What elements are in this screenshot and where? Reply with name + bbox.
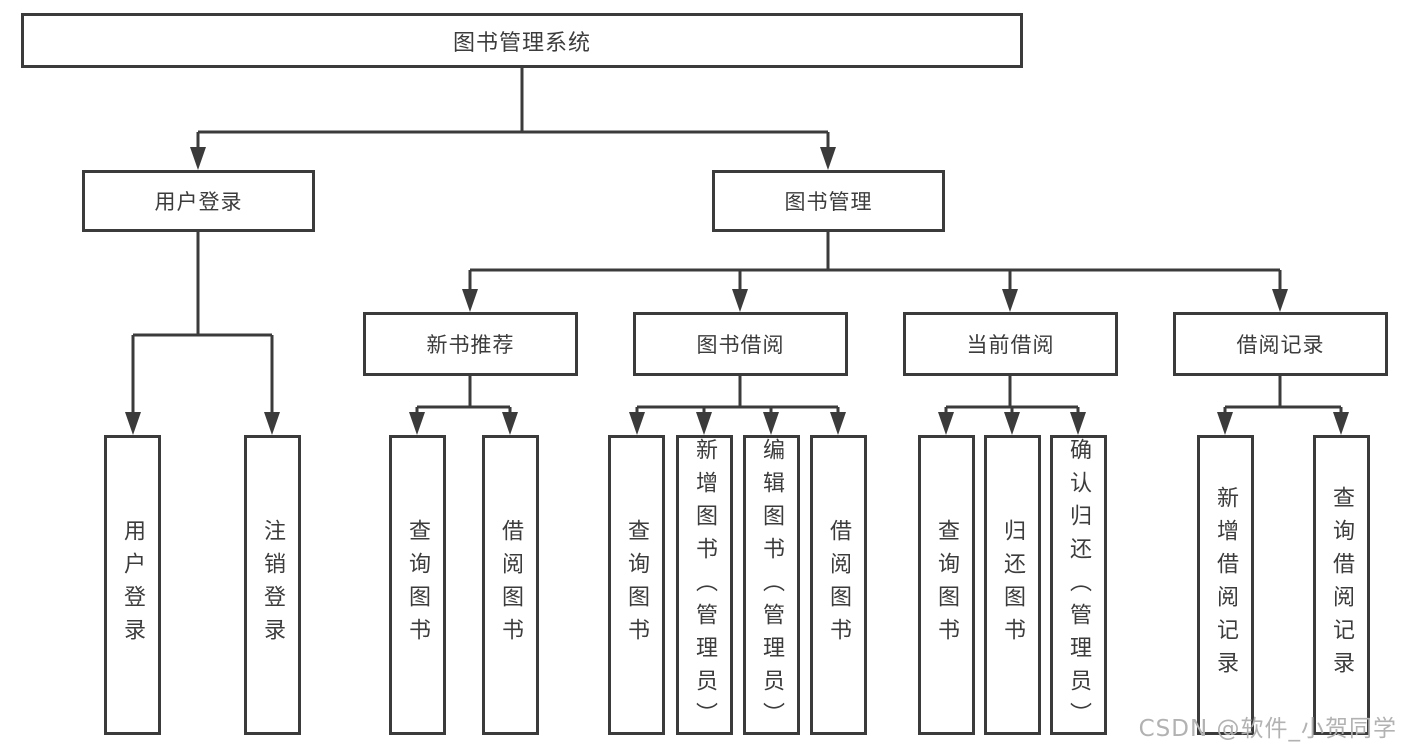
- leaf-bb-edit-book-admin: 编辑图书（管理员）: [743, 435, 800, 735]
- node-book-borrow: 图书借阅: [633, 312, 848, 376]
- leaf-nbr-query-books: 查询图书: [389, 435, 446, 735]
- node-book-borrow-label: 图书借阅: [696, 333, 785, 357]
- node-new-book-recommend-label: 新书推荐: [426, 333, 515, 357]
- leaf-nbr-borrow-books: 借阅图书: [482, 435, 539, 735]
- leaf-user-login: 用户登录: [104, 435, 161, 735]
- node-current-borrow: 当前借阅: [903, 312, 1118, 376]
- node-user-login: 用户登录: [82, 170, 315, 232]
- leaf-br-query-record: 查询借阅记录: [1313, 435, 1370, 735]
- node-current-borrow-label: 当前借阅: [966, 333, 1055, 357]
- leaf-logout: 注销登录: [244, 435, 301, 735]
- node-library-system: 图书管理系统: [21, 13, 1023, 68]
- arrowheads: [125, 147, 1349, 435]
- leaf-bb-borrow-books: 借阅图书: [810, 435, 867, 735]
- node-new-book-recommend: 新书推荐: [363, 312, 578, 376]
- leaf-br-add-record: 新增借阅记录: [1197, 435, 1254, 735]
- leaf-cb-query-books: 查询图书: [918, 435, 975, 735]
- node-borrow-records-label: 借阅记录: [1236, 333, 1325, 357]
- node-user-login-label: 用户登录: [154, 190, 243, 214]
- leaf-bb-query-books: 查询图书: [608, 435, 665, 735]
- leaf-bb-add-book-admin: 新增图书（管理员）: [676, 435, 733, 735]
- node-library-system-label: 图书管理系统: [452, 30, 591, 56]
- node-borrow-records: 借阅记录: [1173, 312, 1388, 376]
- node-book-management-label: 图书管理: [784, 190, 873, 214]
- node-book-management: 图书管理: [712, 170, 945, 232]
- leaf-cb-return-books: 归还图书: [984, 435, 1041, 735]
- leaf-cb-confirm-return-admin: 确认归还（管理员）: [1050, 435, 1107, 735]
